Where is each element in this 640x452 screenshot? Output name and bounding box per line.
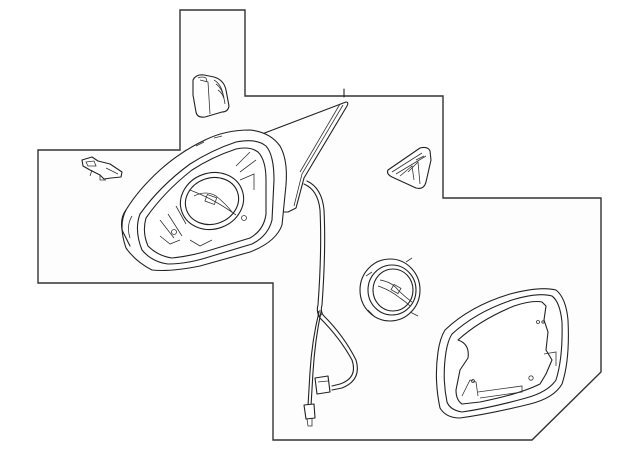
- part-wire-harness[interactable]: [303, 180, 358, 427]
- part-turn-signal[interactable]: [386, 146, 432, 189]
- part-clip[interactable]: [81, 156, 123, 181]
- part-mirror-motor[interactable]: [359, 257, 421, 322]
- part-mirror-cover[interactable]: [435, 288, 569, 419]
- part-side-module[interactable]: [192, 74, 230, 118]
- part-mirror-assembly[interactable]: [120, 101, 349, 272]
